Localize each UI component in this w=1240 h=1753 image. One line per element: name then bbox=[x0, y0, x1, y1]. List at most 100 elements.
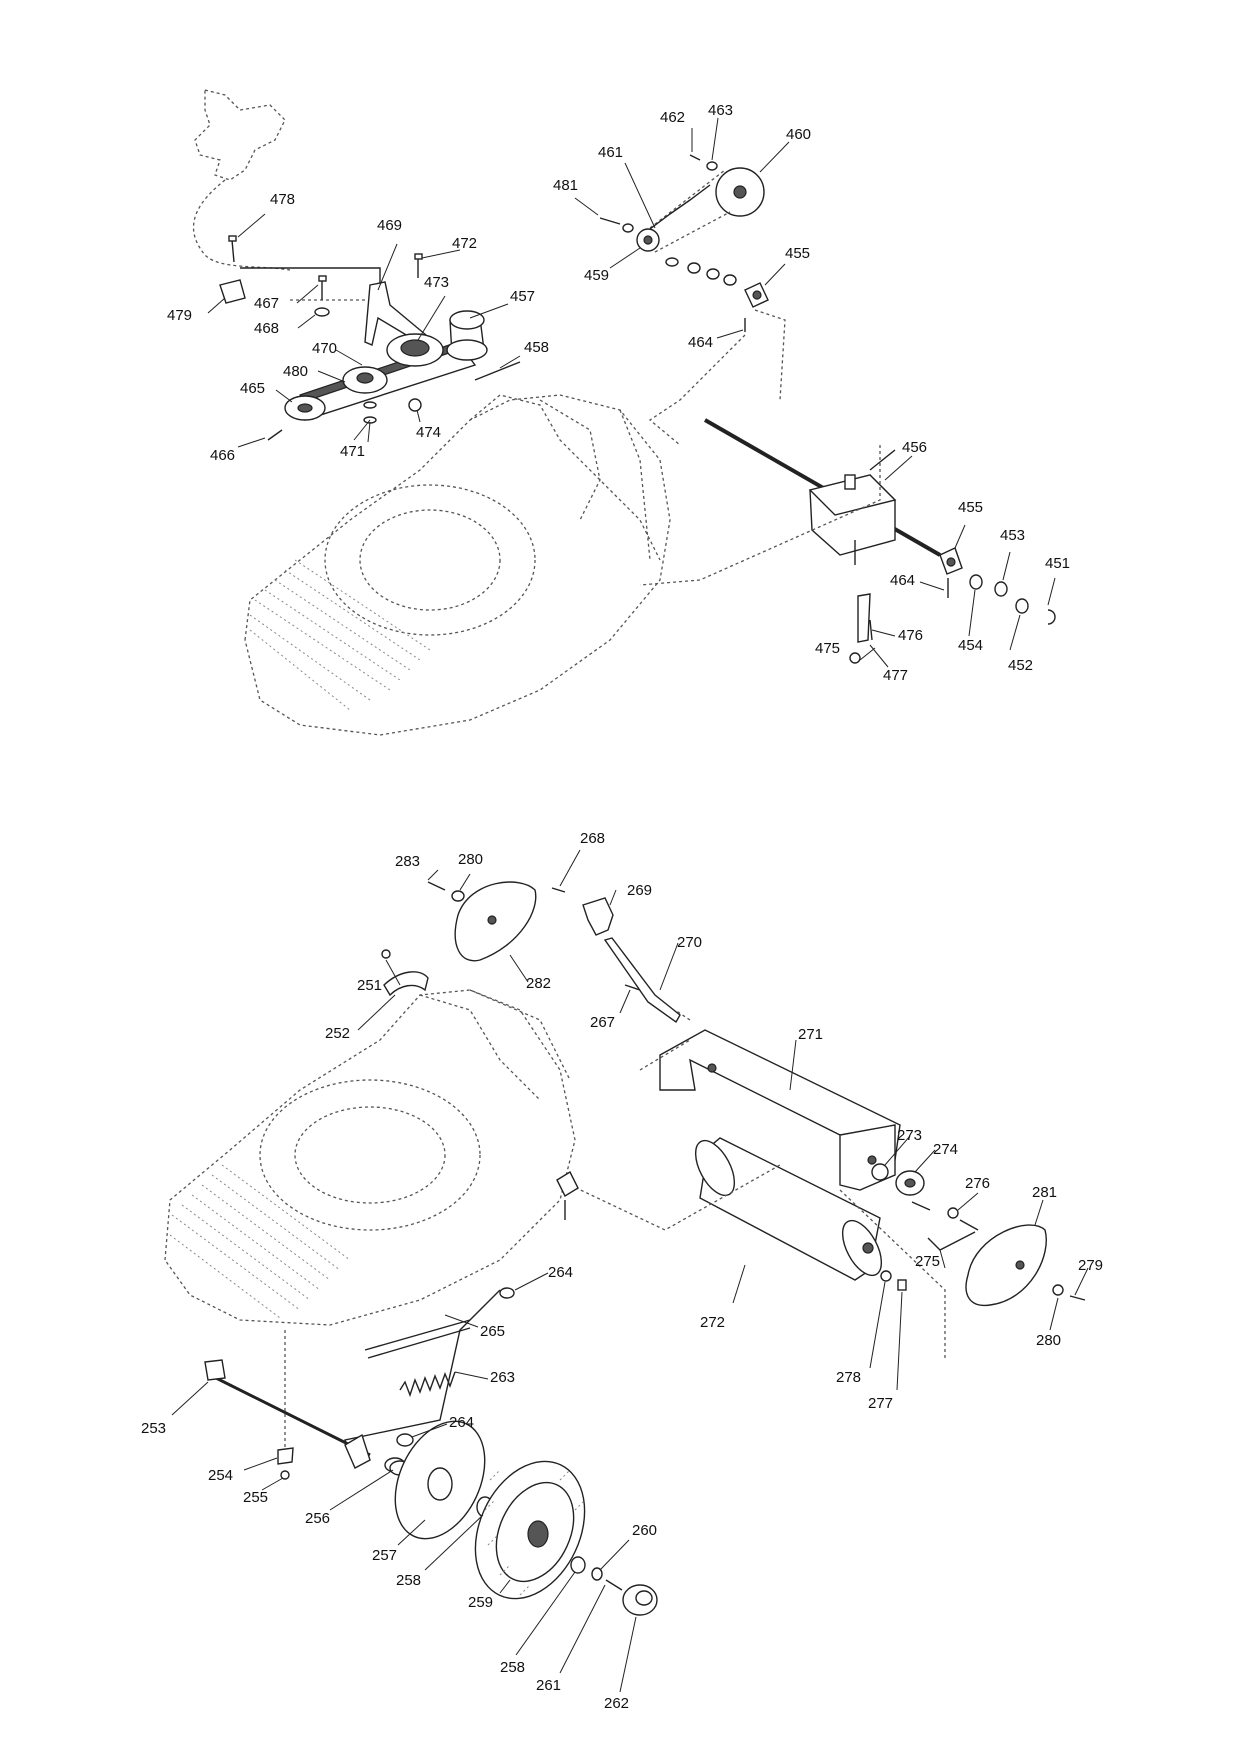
bearing-274 bbox=[895, 1170, 925, 1196]
label-465: 465 bbox=[240, 380, 265, 397]
upper-drive-assembly bbox=[193, 89, 1056, 736]
label-453: 453 bbox=[1000, 527, 1025, 544]
roller-272 bbox=[694, 1137, 883, 1281]
label-464-lower: 464 bbox=[890, 572, 915, 589]
label-257: 257 bbox=[372, 1547, 397, 1564]
bracket-269 bbox=[582, 897, 614, 936]
label-467: 467 bbox=[254, 295, 279, 312]
mower-deck-lower bbox=[164, 989, 576, 1326]
label-272: 272 bbox=[700, 1314, 725, 1331]
screw-261 bbox=[605, 1579, 623, 1591]
pin-458 bbox=[474, 361, 521, 381]
label-458: 458 bbox=[524, 339, 549, 356]
nut-264-upper bbox=[499, 1287, 515, 1299]
label-274: 274 bbox=[933, 1141, 958, 1158]
label-462: 462 bbox=[660, 109, 685, 126]
label-278: 278 bbox=[836, 1369, 861, 1386]
label-480: 480 bbox=[283, 363, 308, 380]
screw-255 bbox=[280, 1470, 290, 1480]
label-455-lower: 455 bbox=[958, 499, 983, 516]
cover-281 bbox=[965, 1224, 1047, 1307]
label-283: 283 bbox=[395, 853, 420, 870]
label-265: 265 bbox=[480, 1323, 505, 1340]
screw-267 bbox=[624, 984, 641, 991]
spring-263 bbox=[399, 1371, 456, 1398]
label-456: 456 bbox=[902, 439, 927, 456]
label-264-upper: 264 bbox=[548, 1264, 573, 1281]
cover-282 bbox=[454, 881, 537, 962]
gearbox-456 bbox=[639, 418, 941, 586]
bushing-455-upper bbox=[744, 282, 769, 308]
pin-466 bbox=[267, 429, 283, 441]
nut-264-lower bbox=[396, 1433, 414, 1447]
screw-251 bbox=[381, 949, 391, 959]
nut-474 bbox=[408, 398, 422, 412]
label-481: 481 bbox=[553, 177, 578, 194]
lever-477 bbox=[857, 593, 871, 643]
washer-454 bbox=[969, 574, 983, 590]
screw-481 bbox=[599, 217, 634, 233]
label-263: 263 bbox=[490, 1369, 515, 1386]
washers-471 bbox=[363, 401, 377, 424]
label-468: 468 bbox=[254, 320, 279, 337]
label-451: 451 bbox=[1045, 555, 1070, 572]
bushing-277 bbox=[897, 1279, 907, 1291]
label-282: 282 bbox=[526, 975, 551, 992]
label-275: 275 bbox=[915, 1253, 940, 1270]
washer-463 bbox=[706, 161, 718, 171]
label-262: 262 bbox=[604, 1695, 629, 1712]
height-rod-265 bbox=[344, 1289, 501, 1456]
label-270: 270 bbox=[677, 934, 702, 951]
deck-pivot-bracket bbox=[556, 1171, 579, 1220]
label-277: 277 bbox=[868, 1395, 893, 1412]
label-258-outer: 258 bbox=[500, 1659, 525, 1676]
label-464-upper: 464 bbox=[688, 334, 713, 351]
washer-row bbox=[665, 257, 737, 286]
chain-sprocket-assembly bbox=[636, 167, 765, 253]
label-455-upper: 455 bbox=[785, 245, 810, 262]
washer-468 bbox=[314, 307, 330, 317]
hub-disc-257 bbox=[394, 1420, 486, 1540]
mower-deck-upper bbox=[244, 394, 671, 736]
washer-260 bbox=[591, 1567, 603, 1581]
part-labels: 478 469 472 467 473 457 479 468 470 458 … bbox=[141, 102, 1103, 1712]
screw-279 bbox=[1069, 1295, 1086, 1301]
clip-451 bbox=[1047, 609, 1056, 625]
label-475: 475 bbox=[815, 640, 840, 657]
washer-276 bbox=[947, 1207, 959, 1219]
label-457: 457 bbox=[510, 288, 535, 305]
label-276: 276 bbox=[965, 1175, 990, 1192]
label-267: 267 bbox=[590, 1014, 615, 1031]
label-471: 471 bbox=[340, 443, 365, 460]
washer-453 bbox=[994, 581, 1008, 597]
label-260: 260 bbox=[632, 1522, 657, 1539]
label-252: 252 bbox=[325, 1025, 350, 1042]
label-261: 261 bbox=[536, 1677, 561, 1694]
screw-478 bbox=[228, 235, 237, 263]
label-254: 254 bbox=[208, 1467, 233, 1484]
clip-254 bbox=[277, 1447, 294, 1465]
label-271: 271 bbox=[798, 1026, 823, 1043]
label-478: 478 bbox=[270, 191, 295, 208]
screw-467 bbox=[318, 275, 327, 300]
screw-475 bbox=[849, 652, 861, 664]
label-470: 470 bbox=[312, 340, 337, 357]
screw-268 bbox=[551, 887, 566, 893]
bushing-273 bbox=[871, 1163, 889, 1181]
label-479: 479 bbox=[167, 307, 192, 324]
label-280-upper: 280 bbox=[458, 851, 483, 868]
label-258-inner: 258 bbox=[396, 1572, 421, 1589]
label-251: 251 bbox=[357, 977, 382, 994]
bushing-455-lower bbox=[939, 547, 963, 575]
label-280-lower: 280 bbox=[1036, 1332, 1061, 1349]
washer-278 bbox=[880, 1270, 892, 1282]
label-269: 269 bbox=[627, 882, 652, 899]
label-474: 474 bbox=[416, 424, 441, 441]
label-459: 459 bbox=[584, 267, 609, 284]
axle-bracket bbox=[344, 1433, 371, 1469]
label-279: 279 bbox=[1078, 1257, 1103, 1274]
screw-283 bbox=[427, 881, 446, 891]
label-256: 256 bbox=[305, 1510, 330, 1527]
lower-wheel-assembly bbox=[164, 881, 1086, 1616]
